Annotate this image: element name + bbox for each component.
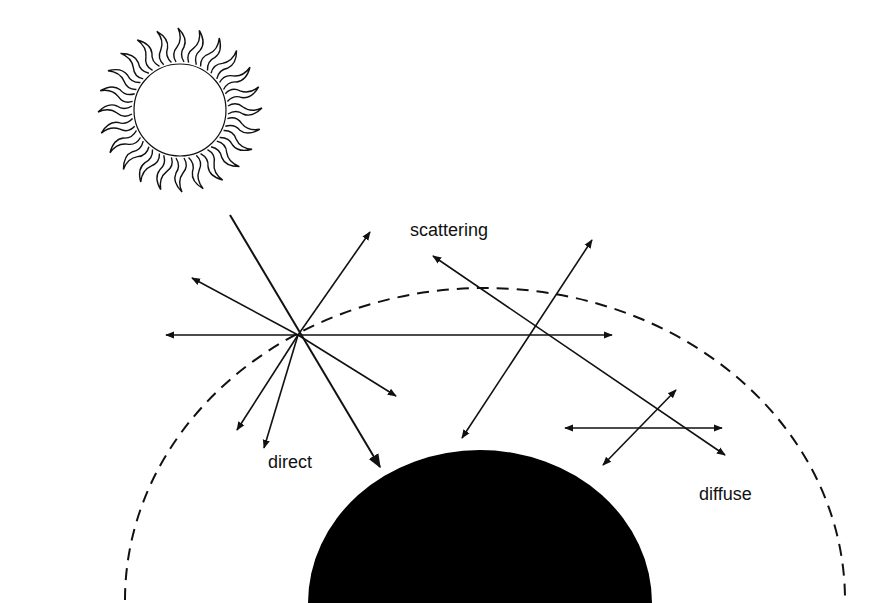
direct-label: direct [266,452,314,474]
scattering-label: scattering [408,220,490,242]
light-rays [166,215,725,467]
diffuse-label: diffuse [697,484,754,506]
earth-shape [308,450,652,603]
sun-symbol [98,28,262,192]
